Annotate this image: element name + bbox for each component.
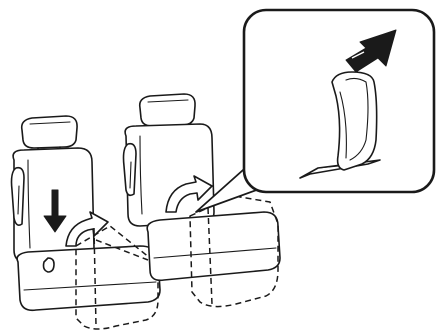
left-side-handle <box>12 168 25 225</box>
right-seat-cushion <box>147 212 280 280</box>
right-headrest <box>140 94 195 126</box>
left-headrest <box>22 116 77 148</box>
